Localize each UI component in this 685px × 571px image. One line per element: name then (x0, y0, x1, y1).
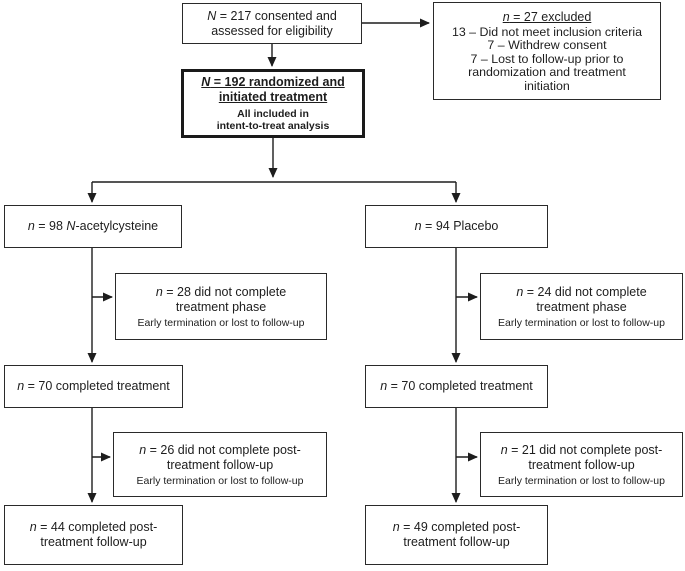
randomized-note: All included in intent-to-treat analysis (217, 108, 330, 133)
nac-dropout-treatment-text: n = 28 did not complete treatment phase (155, 284, 287, 314)
box-placebo-arm: n = 94 Placebo (365, 205, 548, 248)
box-nac-completed-followup: n = 44 completed post-treatment follow-u… (4, 505, 183, 565)
placebo-arm-text: n = 94 Placebo (414, 219, 499, 233)
randomized-note-line1: All included in (237, 107, 309, 120)
box-placebo-completed-followup: n = 49 completed post-treatment follow-u… (365, 505, 548, 565)
nac-dropout-followup-text: n = 26 did not complete post-treatment f… (139, 442, 301, 472)
box-placebo-dropout-treatment: n = 24 did not complete treatment phase … (480, 273, 683, 340)
nac-completed-treatment-text: n = 70 completed treatment (17, 379, 170, 393)
box-nac-completed-treatment: n = 70 completed treatment (4, 365, 183, 408)
nac-completed-followup-text: n = 44 completed post-treatment follow-u… (29, 520, 158, 549)
eligibility-text: N = 217 consented and assessed for eligi… (207, 8, 337, 38)
nac-arm-text: n = 98 N-acetylcysteine (27, 219, 159, 233)
nac-dropout-followup-note: Early termination or lost to follow-up (136, 474, 304, 487)
placebo-dropout-followup-text: n = 21 did not complete post-treatment f… (500, 442, 663, 472)
excluded-reasons: 13 – Did not meet inclusion criteria 7 –… (446, 24, 648, 94)
excluded-reason-withdrew: 7 – Withdrew consent (487, 38, 607, 53)
nac-dropout-treatment-note: Early termination or lost to follow-up (137, 316, 305, 329)
randomized-heading: N = 192 randomized and initiated treatme… (201, 74, 345, 104)
excluded-reason-inclusion: 13 – Did not meet inclusion criteria (451, 24, 643, 39)
box-placebo-completed-treatment: n = 70 completed treatment (365, 365, 548, 408)
box-excluded: n = 27 excluded 13 – Did not meet inclus… (433, 2, 661, 100)
box-randomized: N = 192 randomized and initiated treatme… (181, 69, 365, 138)
box-nac-dropout-followup: n = 26 did not complete post-treatment f… (113, 432, 327, 497)
placebo-completed-followup-text: n = 49 completed post-treatment follow-u… (392, 520, 521, 549)
randomized-note-line2: intent-to-treat analysis (216, 120, 330, 132)
placebo-dropout-followup-note: Early termination or lost to follow-up (498, 474, 665, 487)
box-placebo-dropout-followup: n = 21 did not complete post-treatment f… (480, 432, 683, 497)
box-eligibility: N = 217 consented and assessed for eligi… (182, 3, 362, 44)
placebo-dropout-treatment-note: Early termination or lost to follow-up (498, 316, 665, 329)
box-nac-arm: n = 98 N-acetylcysteine (4, 205, 182, 248)
excluded-heading: n = 27 excluded (502, 9, 592, 24)
placebo-completed-treatment-text: n = 70 completed treatment (380, 379, 533, 393)
excluded-reason-lost: 7 – Lost to follow-up prior to randomiza… (468, 51, 626, 93)
box-nac-dropout-treatment: n = 28 did not complete treatment phase … (115, 273, 327, 340)
placebo-dropout-treatment-text: n = 24 did not complete treatment phase (516, 284, 647, 314)
